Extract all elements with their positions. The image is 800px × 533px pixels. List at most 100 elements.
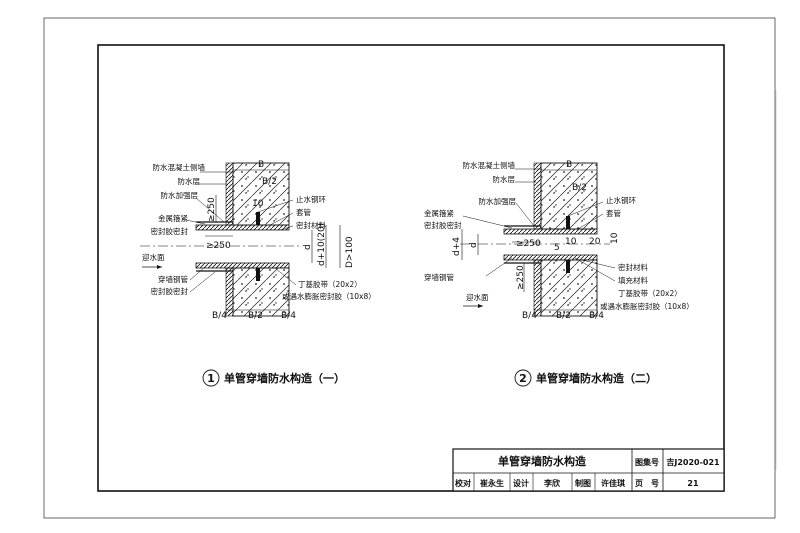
leader-butyl — [274, 267, 297, 286]
label2-filler: 填充材料 — [618, 275, 648, 285]
label-face: 迎水面 — [142, 252, 165, 262]
label2-metal-collar: 金属箍紧 — [424, 208, 454, 218]
leader-sleeve — [269, 212, 294, 226]
label2-swell-sealant: 或遇水膨胀密封胶（10x8） — [600, 301, 694, 311]
dim-d100-text: D>100 — [345, 236, 355, 268]
label2-reinforce-layer: 防水加强层 — [479, 196, 517, 206]
dim-b-half-text: B/2 — [262, 177, 277, 187]
label2-pipe: 穿墙钢管 — [424, 272, 454, 282]
waterproof-layer — [225, 162, 234, 226]
dim2-five-text: 5 — [554, 243, 560, 253]
dim2-b2-bottom-text: B/2 — [556, 311, 571, 321]
title-block: 单管穿墙防水构造 图集号 吉J2020-021 校对 崔永生 设计 李欣 制图 … — [452, 448, 725, 492]
checker-name: 崔永生 — [479, 478, 504, 488]
water-ring-bottom — [256, 268, 260, 281]
dim2-ten-v-text: 10 — [610, 232, 620, 244]
label2-seal-material: 密封材料 — [618, 262, 648, 272]
pipe-top-wall — [195, 224, 290, 231]
wall-lower — [232, 267, 290, 317]
leader-seal2 — [189, 271, 216, 293]
outer-frame — [43, 17, 776, 519]
dim2-d4-text: d+4 — [452, 237, 462, 256]
leader-ring — [257, 199, 294, 213]
label2-wall: 防水混凝土侧墙 — [463, 160, 516, 170]
label-water-ring: 止水钢环 — [296, 194, 326, 204]
detail-1: 防水混凝土侧墙 防水层 防水加强层 金属箍紧 密封胶密封 迎水面 穿墙钢管 密封… — [140, 160, 376, 387]
dim-250h-text: ≥250 — [206, 241, 231, 251]
label2-waterproof-layer: 防水层 — [493, 174, 516, 184]
dim-ten-text: 10 — [252, 199, 264, 209]
dim-b-top-text: B — [258, 160, 264, 170]
label-wall: 防水混凝土侧墙 — [153, 162, 206, 172]
label2-sleeve: 套管 — [606, 208, 621, 218]
detail-2-caption: 单管穿墙防水构造（二） — [536, 371, 657, 385]
design-label: 设计 — [513, 478, 529, 488]
page-label: 页 号 — [635, 479, 659, 488]
dim-b4-right-text: B/4 — [281, 311, 296, 321]
detail-1-number: 1 — [207, 372, 215, 385]
leader-reinf — [195, 197, 225, 223]
inner-frame — [97, 44, 725, 492]
dim2-twenty-text: 20 — [589, 237, 601, 247]
designer-name: 李欣 — [543, 478, 561, 488]
leader-sealmat — [279, 225, 294, 231]
check-label: 校对 — [455, 478, 471, 488]
label-reinforce-layer: 防水加强层 — [161, 190, 199, 200]
detail-2: 防水混凝土侧墙 防水层 防水加强层 金属箍紧 密封胶密封 穿墙钢管 迎水面 止水… — [424, 160, 694, 387]
pipe-bottom-wall-2 — [503, 254, 598, 261]
leader-collar — [185, 219, 206, 225]
label2-water-ring: 止水钢环 — [606, 195, 636, 205]
title-block-frame — [452, 448, 725, 492]
leader2-collar — [462, 215, 513, 229]
dim2-ten-text: 10 — [565, 237, 577, 247]
detail-1-number-circle — [202, 369, 220, 387]
waterproof-layer-lower — [225, 267, 234, 317]
dim-d-text: d — [303, 244, 313, 250]
leader2-pipe — [485, 257, 513, 277]
detail-2-number-circle — [514, 369, 532, 387]
dim2-250v-text: ≥250 — [516, 265, 526, 290]
title-block-title: 单管穿墙防水构造 — [498, 454, 587, 468]
water-ring-top — [256, 212, 260, 225]
label-pipe: 穿墙钢管 — [158, 274, 188, 284]
dim2-b-half-text: B/2 — [572, 183, 587, 193]
dim-b4-left-text: B/4 — [212, 311, 227, 321]
label-sealant-seal: 密封胶密封 — [151, 226, 189, 236]
dim2-b4-right-text: B/4 — [589, 311, 604, 321]
dim-250v-text: ≥250 — [207, 197, 217, 222]
water-ring-top-2 — [566, 216, 570, 229]
dim2-b4-left-text: B/4 — [522, 311, 537, 321]
face-arrowhead-2 — [478, 304, 483, 308]
atlas-label: 图集号 — [635, 457, 659, 467]
label-butyl-strip: 丁基胶带（20x2） — [298, 279, 362, 289]
leader2-filler — [574, 257, 616, 282]
detail-2-number: 2 — [519, 372, 527, 385]
face-arrowhead — [157, 265, 162, 269]
label2-butyl-strip: 丁基胶带（20x2） — [618, 288, 682, 298]
label-seal-material: 密封材料 — [296, 220, 326, 230]
atlas-number: 吉J2020-021 — [666, 457, 720, 467]
label-swell-sealant: 或遇水膨胀密封胶（10x8） — [282, 291, 376, 301]
dim-b2-bottom-text: B/2 — [248, 311, 263, 321]
drafter-name: 许佳琪 — [601, 478, 625, 488]
detail-1-caption: 单管穿墙防水构造（一） — [224, 371, 345, 385]
label-sealant-seal2: 密封胶密封 — [151, 286, 189, 296]
dim-d10-text: d+10(20) — [317, 223, 327, 266]
label-waterproof-layer: 防水层 — [178, 176, 201, 186]
dim2-250h-text: ≥250 — [516, 239, 541, 249]
leader2-sealmat — [581, 259, 616, 269]
wall-upper — [232, 162, 290, 226]
label-sleeve: 套管 — [296, 207, 311, 217]
label2-sealant-seal: 密封胶密封 — [424, 220, 462, 230]
page-number: 21 — [687, 479, 699, 488]
leader2-sleeve — [577, 213, 604, 230]
waterproof-layer-2 — [533, 162, 542, 230]
label-metal-collar: 金属箍紧 — [158, 213, 188, 223]
draw-label: 制图 — [575, 478, 591, 488]
pipe-bottom-wall — [195, 262, 290, 269]
water-ring-bottom-2 — [566, 260, 570, 273]
dim2-d-text: d — [469, 242, 479, 248]
label2-face: 迎水面 — [466, 292, 489, 302]
pipe-top-wall-2 — [503, 228, 598, 235]
